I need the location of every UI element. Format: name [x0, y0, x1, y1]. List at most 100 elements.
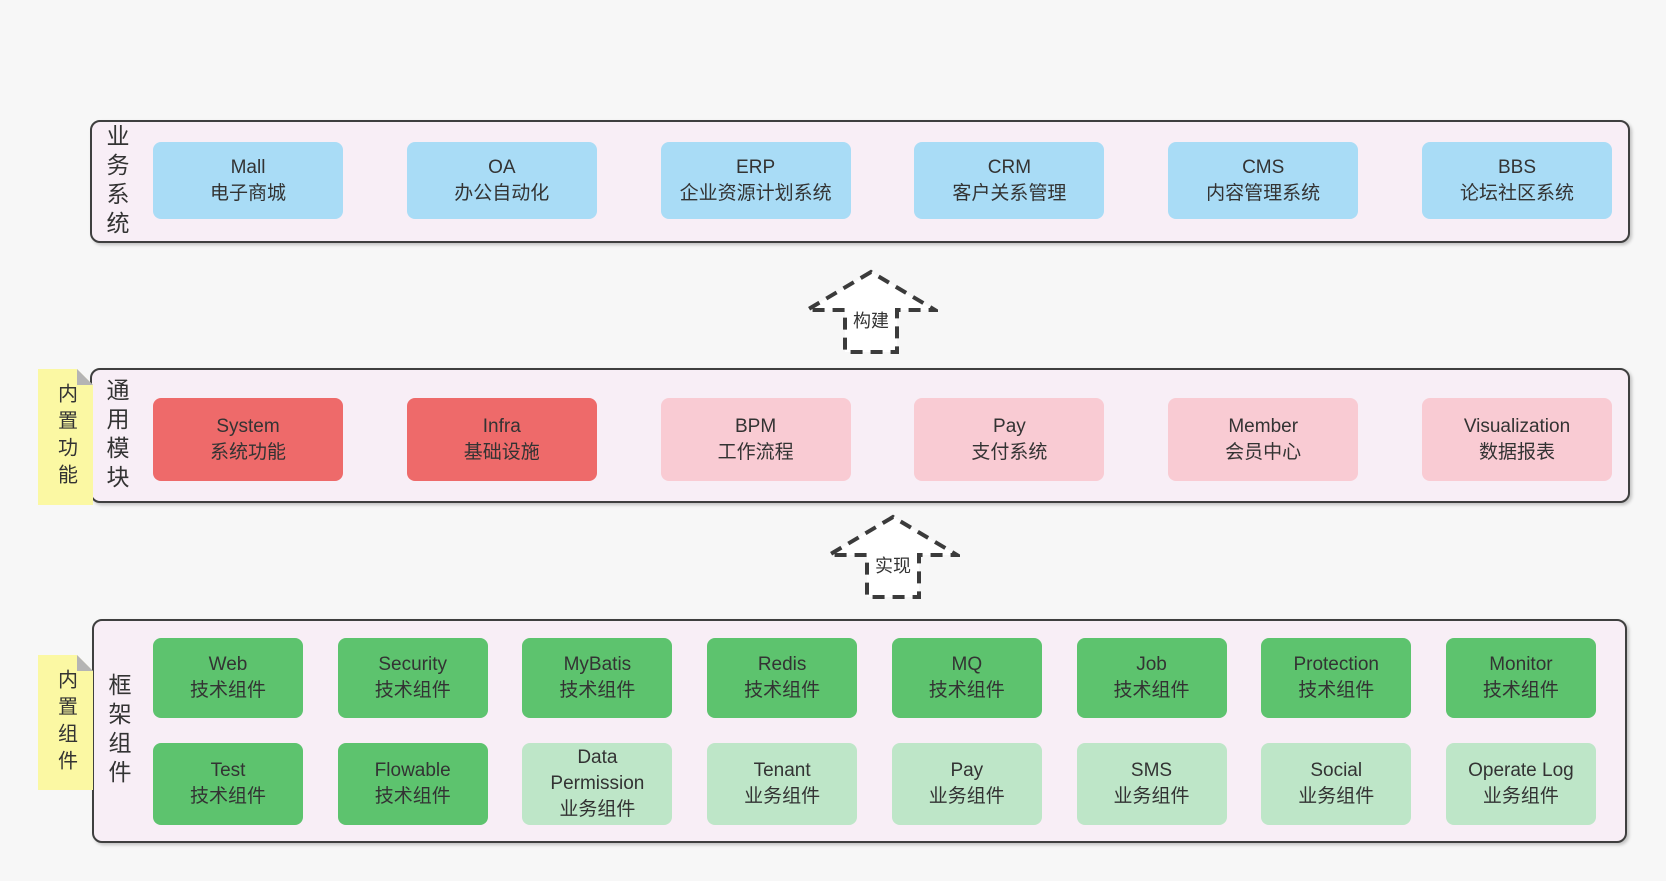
box-desc: 技术组件: [1298, 680, 1375, 701]
box-protection: Protection 技术组件: [1261, 638, 1412, 718]
box-desc: 业务组件: [928, 786, 1005, 807]
note-text: 内置组件: [54, 668, 77, 777]
implement-arrow-label: 实现: [872, 555, 914, 577]
box-desc: 业务组件: [1482, 786, 1559, 807]
framework-row-1: Web 技术组件 Security 技术组件 MyBatis 技术组件 Redi…: [153, 638, 1596, 718]
box-pay-component: Pay 业务组件: [891, 743, 1042, 825]
box-desc: 基础设施: [463, 441, 540, 463]
box-mybatis: MyBatis 技术组件: [522, 638, 673, 718]
box-name: OA: [488, 156, 516, 178]
box-desc: 支付系统: [971, 441, 1048, 463]
box-desc: 系统功能: [209, 441, 286, 463]
box-name: Tenant: [753, 760, 811, 781]
box-bpm: BPM 工作流程: [660, 398, 851, 481]
box-tenant: Tenant 业务组件: [707, 743, 858, 825]
box-name: Mall: [230, 156, 266, 178]
box-name: Monitor: [1489, 654, 1553, 675]
box-name: Infra: [482, 415, 521, 437]
box-security: Security 技术组件: [337, 638, 488, 718]
box-name: Security: [378, 654, 448, 675]
box-desc: 技术组件: [744, 680, 821, 701]
box-desc: 论坛社区系统: [1459, 182, 1574, 204]
note-text: 内置功能: [54, 383, 77, 491]
box-web: Web 技术组件: [153, 638, 303, 718]
box-data-permission: Data Permission 业务组件: [522, 743, 673, 825]
box-flowable: Flowable 技术组件: [337, 743, 488, 825]
box-desc: 技术组件: [374, 680, 451, 701]
box-desc: 数据报表: [1478, 441, 1555, 463]
box-name: ERP: [736, 156, 776, 178]
common-modules-panel: 通用模块 System 系统功能 Infra 基础设施 BPM 工作流程 Pay…: [90, 368, 1630, 503]
box-desc: 办公自动化: [454, 182, 550, 204]
box-desc: 电子商城: [209, 182, 286, 204]
box-name: Pay: [950, 760, 984, 781]
box-name: Visualization: [1463, 415, 1571, 437]
implement-arrow: 实现: [826, 514, 960, 600]
box-name: MQ: [951, 654, 983, 675]
box-name: Social: [1310, 760, 1363, 781]
box-desc: 技术组件: [1482, 680, 1559, 701]
box-operate-log: Operate Log 业务组件: [1445, 743, 1596, 825]
box-name: Operate Log: [1468, 760, 1574, 781]
box-bbs: BBS 论坛社区系统: [1421, 142, 1612, 219]
box-name: Job: [1136, 654, 1167, 675]
box-name: MyBatis: [563, 654, 632, 675]
box-name: Protection: [1293, 654, 1379, 675]
business-panel-label: 业务系统: [103, 123, 129, 240]
box-infra: Infra 基础设施: [406, 398, 597, 481]
box-name: Data Permission: [550, 747, 645, 794]
box-erp: ERP 企业资源计划系统: [660, 142, 851, 219]
box-desc: 技术组件: [559, 680, 636, 701]
box-visualization: Visualization 数据报表: [1421, 398, 1612, 481]
box-name: System: [216, 415, 280, 437]
box-desc: 内容管理系统: [1206, 182, 1321, 204]
box-desc: 技术组件: [1113, 680, 1190, 701]
box-desc: 客户关系管理: [952, 182, 1067, 204]
box-name: SMS: [1130, 760, 1173, 781]
box-name: Flowable: [374, 760, 451, 781]
box-desc: 技术组件: [928, 680, 1005, 701]
box-test: Test 技术组件: [153, 743, 303, 825]
framework-row-2: Test 技术组件 Flowable 技术组件 Data Permission …: [153, 743, 1596, 825]
builtin-components-note: 内置组件: [38, 655, 93, 790]
box-member: Member 会员中心: [1168, 398, 1359, 481]
build-arrow: 构建: [804, 269, 938, 355]
box-name: CRM: [987, 156, 1032, 178]
box-desc: 业务组件: [559, 799, 636, 820]
box-name: CMS: [1242, 156, 1285, 178]
box-desc: 会员中心: [1225, 441, 1302, 463]
modules-panel-label: 通用模块: [103, 377, 129, 494]
box-desc: 工作流程: [717, 441, 794, 463]
box-name: BBS: [1497, 156, 1536, 178]
box-mq: MQ 技术组件: [891, 638, 1042, 718]
box-cms: CMS 内容管理系统: [1168, 142, 1359, 219]
box-name: Test: [210, 760, 246, 781]
box-crm: CRM 客户关系管理: [914, 142, 1105, 219]
box-pay-module: Pay 支付系统: [914, 398, 1105, 481]
box-desc: 企业资源计划系统: [679, 182, 832, 204]
box-system: System 系统功能: [153, 398, 343, 481]
box-desc: 业务组件: [744, 786, 821, 807]
box-name: Web: [208, 654, 248, 675]
business-systems-panel: 业务系统 Mall 电子商城 OA 办公自动化 ERP 企业资源计划系统 CRM…: [90, 120, 1630, 243]
build-arrow-label: 构建: [850, 310, 892, 332]
business-boxes-row: Mall 电子商城 OA 办公自动化 ERP 企业资源计划系统 CRM 客户关系…: [153, 142, 1612, 219]
box-job: Job 技术组件: [1076, 638, 1227, 718]
box-desc: 技术组件: [189, 680, 266, 701]
box-redis: Redis 技术组件: [707, 638, 858, 718]
modules-boxes-row: System 系统功能 Infra 基础设施 BPM 工作流程 Pay 支付系统…: [153, 398, 1612, 481]
box-name: Pay: [993, 415, 1026, 437]
builtin-features-note: 内置功能: [38, 369, 93, 505]
box-desc: 技术组件: [189, 786, 266, 807]
box-desc: 业务组件: [1298, 786, 1375, 807]
framework-panel-label: 框架组件: [105, 673, 131, 789]
box-mall: Mall 电子商城: [153, 142, 343, 219]
box-name: Redis: [757, 654, 807, 675]
box-desc: 业务组件: [1113, 786, 1190, 807]
box-monitor: Monitor 技术组件: [1445, 638, 1596, 718]
box-name: Member: [1228, 415, 1299, 437]
box-oa: OA 办公自动化: [406, 142, 597, 219]
box-social: Social 业务组件: [1261, 743, 1412, 825]
framework-components-panel: 框架组件 Web 技术组件 Security 技术组件 MyBatis 技术组件…: [92, 619, 1627, 843]
